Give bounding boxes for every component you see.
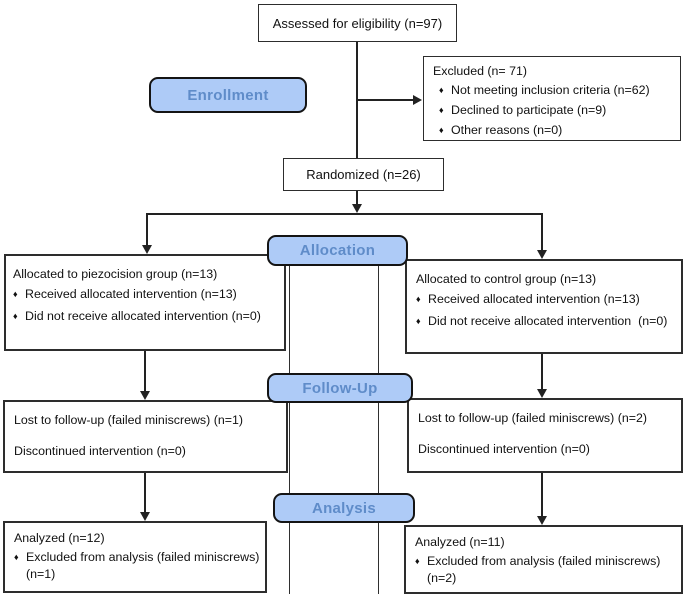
connector-branch-right — [541, 214, 543, 251]
followup-right-line1: Lost to follow-up (failed miniscrews) (n… — [418, 411, 647, 425]
box-analyzed-control: Analyzed (n=11) ♦ Excluded from analysis… — [404, 525, 683, 594]
diamond-bullet-icon: ♦ — [416, 316, 421, 326]
excluded-item-2: Declined to participate (n=9) — [451, 103, 607, 117]
box-allocated-piezocision: Allocated to piezocision group (n=13) ♦ … — [4, 254, 286, 351]
list-item: ♦ Not meeting inclusion criteria (n=62) — [439, 82, 674, 99]
analysis-left-item-1: Excluded from analysis (failed miniscrew… — [26, 550, 260, 581]
diamond-bullet-icon: ♦ — [416, 294, 421, 304]
alloc-left-list: ♦ Received allocated intervention (n=13)… — [13, 286, 280, 325]
excluded-item-3: Other reasons (n=0) — [451, 123, 563, 137]
connector-alloc-followup-right — [541, 353, 543, 390]
connector-branch-left — [146, 214, 148, 246]
assessed-text: Assessed for eligibility (n=97) — [272, 15, 443, 31]
diamond-bullet-icon: ♦ — [439, 85, 444, 95]
alloc-right-list: ♦ Received allocated intervention (n=13)… — [416, 291, 677, 330]
analysis-left-title: Analyzed (n=12) — [14, 531, 105, 545]
followup-left-line1: Lost to follow-up (failed miniscrews) (n… — [14, 413, 243, 427]
phase-label-followup: Follow-Up — [267, 373, 413, 403]
alloc-right-item-2: Did not receive allocated intervention (… — [428, 314, 668, 328]
alloc-right-title: Allocated to control group (n=13) — [416, 272, 597, 286]
connector-randomized-down — [356, 191, 358, 205]
connector-followup-analysis-left — [144, 472, 146, 513]
analysis-right-list: ♦ Excluded from analysis (failed miniscr… — [415, 553, 677, 587]
alloc-left-item-1: Received allocated intervention (n=13) — [25, 287, 237, 301]
arrowhead-down-followup-left — [140, 391, 150, 400]
phase-label-enrollment: Enrollment — [149, 77, 307, 113]
followup-right-line2: Discontinued intervention (n=0) — [418, 442, 590, 456]
followup-label-text: Follow-Up — [302, 379, 378, 397]
list-item: ♦ Did not receive allocated intervention… — [13, 308, 280, 325]
diamond-bullet-icon: ♦ — [439, 125, 444, 135]
alloc-left-title: Allocated to piezocision group (n=13) — [13, 267, 218, 281]
phase-label-analysis: Analysis — [273, 493, 415, 523]
list-item: ♦ Excluded from analysis (failed miniscr… — [415, 553, 677, 587]
box-followup-piezocision: Lost to follow-up (failed miniscrews) (n… — [3, 400, 288, 473]
box-allocated-control: Allocated to control group (n=13) ♦ Rece… — [405, 259, 683, 354]
followup-left-line2: Discontinued intervention (n=0) — [14, 444, 186, 458]
analysis-left-list: ♦ Excluded from analysis (failed miniscr… — [14, 549, 261, 583]
connector-alloc-followup-left — [144, 350, 146, 392]
analysis-label-text: Analysis — [311, 499, 377, 517]
box-randomized: Randomized (n=26) — [283, 158, 444, 191]
arrowhead-down-followup-right — [537, 389, 547, 398]
connector-to-excluded — [357, 99, 413, 101]
list-item: ♦ Received allocated intervention (n=13) — [416, 291, 677, 308]
list-item: ♦ Excluded from analysis (failed miniscr… — [14, 549, 261, 583]
arrowhead-down-analysis-left — [140, 512, 150, 521]
diamond-bullet-icon: ♦ — [13, 311, 18, 321]
diamond-bullet-icon: ♦ — [415, 556, 420, 566]
arrowhead-down-alloc-left — [142, 245, 152, 254]
alloc-right-item-1: Received allocated intervention (n=13) — [428, 292, 640, 306]
arrowhead-down-analysis-right — [537, 516, 547, 525]
box-assessed-eligibility: Assessed for eligibility (n=97) — [258, 4, 457, 42]
enrollment-label-text: Enrollment — [187, 86, 269, 104]
diamond-bullet-icon: ♦ — [439, 105, 444, 115]
list-item: ♦ Other reasons (n=0) — [439, 122, 674, 139]
center-spine-lines — [289, 240, 379, 594]
box-analyzed-piezocision: Analyzed (n=12) ♦ Excluded from analysis… — [3, 521, 267, 593]
excluded-title: Excluded (n= 71) — [433, 64, 528, 78]
arrowhead-down-alloc-right — [537, 250, 547, 259]
excluded-list: ♦ Not meeting inclusion criteria (n=62) … — [439, 82, 674, 139]
phase-label-allocation: Allocation — [267, 235, 408, 266]
diamond-bullet-icon: ♦ — [13, 289, 18, 299]
allocation-label-text: Allocation — [299, 242, 376, 259]
list-item: ♦ Declined to participate (n=9) — [439, 102, 674, 119]
branch-line — [146, 213, 543, 215]
list-item: ♦ Received allocated intervention (n=13) — [13, 286, 280, 303]
alloc-left-item-2: Did not receive allocated intervention (… — [25, 309, 261, 323]
randomized-text: Randomized (n=26) — [306, 167, 421, 182]
connector-followup-analysis-right — [541, 472, 543, 517]
arrowhead-down-branch — [352, 204, 362, 213]
arrowhead-right-excluded — [413, 95, 422, 105]
analysis-right-item-1: Excluded from analysis (failed miniscrew… — [427, 554, 661, 585]
box-followup-control: Lost to follow-up (failed miniscrews) (n… — [407, 398, 683, 473]
excluded-item-1: Not meeting inclusion criteria (n=62) — [451, 83, 650, 97]
list-item: ♦ Did not receive allocated intervention… — [416, 313, 677, 330]
diamond-bullet-icon: ♦ — [14, 552, 19, 562]
analysis-right-title: Analyzed (n=11) — [415, 535, 505, 549]
box-excluded: Excluded (n= 71) ♦ Not meeting inclusion… — [423, 56, 681, 141]
